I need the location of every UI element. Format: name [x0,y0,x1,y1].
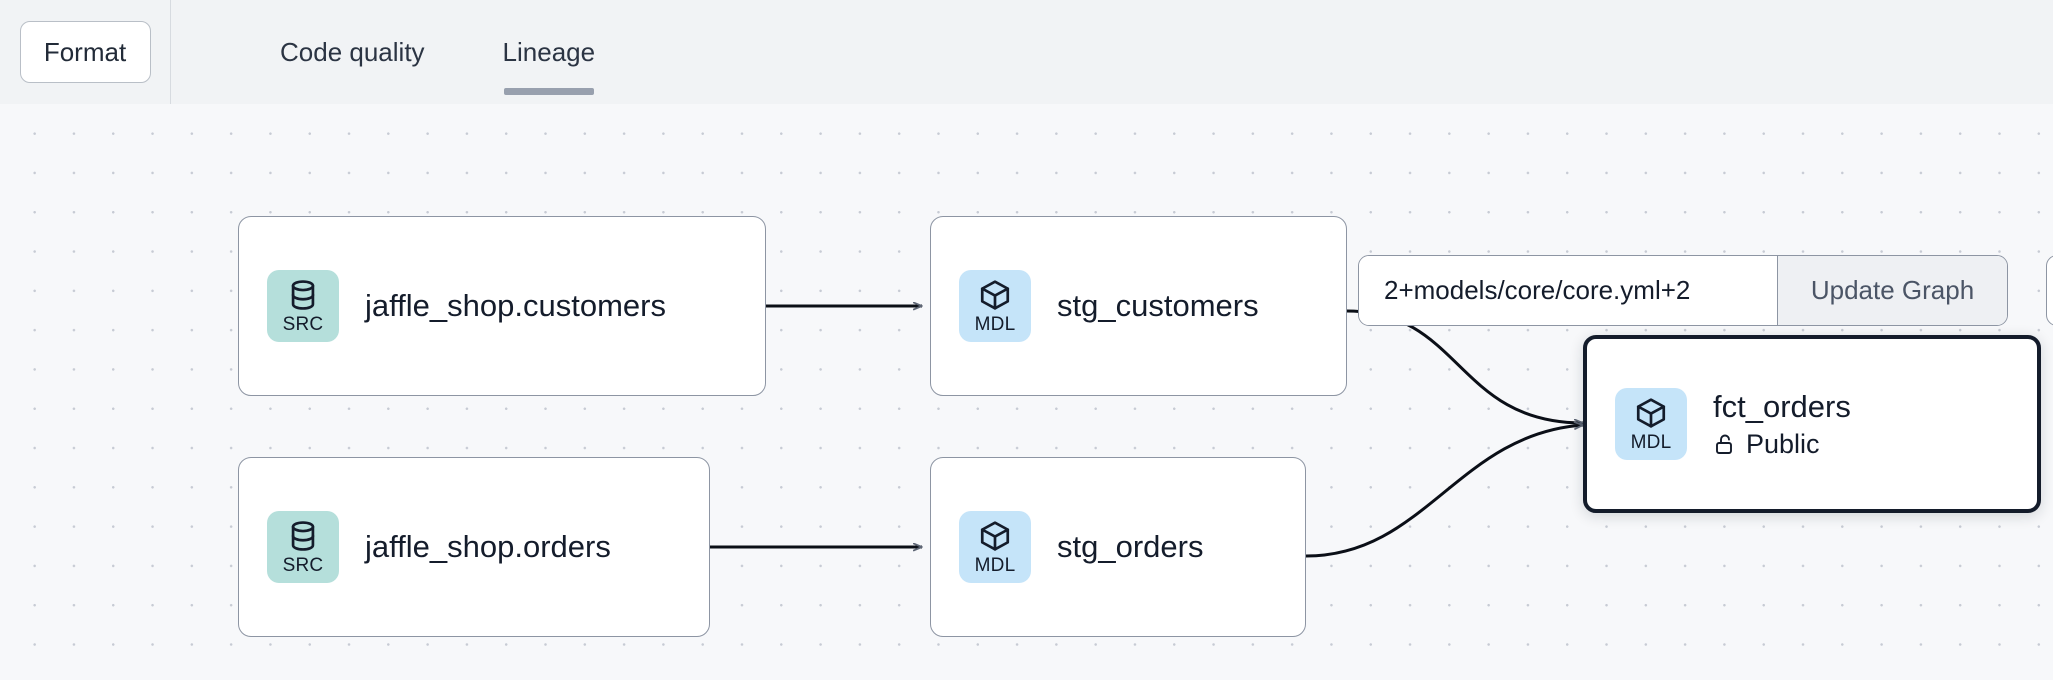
tab-code-quality[interactable]: Code quality [241,0,464,104]
update-graph-button[interactable]: Update Graph [1777,256,2007,325]
tab-lineage-label: Lineage [502,36,596,67]
badge-mdl: MDL [1615,388,1687,460]
tab-lineage[interactable]: Lineage [464,0,635,104]
graph-options-control[interactable] [2046,255,2053,326]
edge-stg-customers-to-fct-orders [1346,309,1583,423]
node-body: jaffle_shop.orders [365,529,611,565]
lineage-node-stg-customers[interactable]: MDL stg_customers [930,216,1347,396]
tab-code-quality-label: Code quality [280,36,425,67]
database-icon [291,521,315,551]
format-button[interactable]: Format [19,21,151,83]
cube-icon [980,280,1010,310]
top-toolbar: Format Code quality Lineage [0,0,2053,104]
node-access-label: Public [1746,428,1820,459]
lineage-node-fct-orders[interactable]: MDL fct_orders Public [1583,335,2041,513]
tab-underline-inactive [281,88,424,95]
lineage-node-jaffle-shop-customers[interactable]: SRC jaffle_shop.customers [238,216,766,396]
node-access: Public [1713,429,1851,460]
node-body: stg_customers [1057,288,1259,324]
node-title: stg_orders [1057,529,1204,564]
badge-mdl-label: MDL [974,314,1016,335]
format-button-zone: Format [0,0,171,104]
badge-src: SRC [267,270,339,342]
edge-stg-orders-to-fct-orders [1305,425,1583,558]
badge-src-label: SRC [282,555,324,576]
tab-bar: Code quality Lineage [171,0,634,104]
badge-src: SRC [267,511,339,583]
node-title: jaffle_shop.orders [365,529,611,564]
lineage-node-jaffle-shop-orders[interactable]: SRC jaffle_shop.orders [238,457,710,637]
tab-underline-active [503,88,595,95]
badge-mdl: MDL [959,511,1031,583]
badge-mdl-label: MDL [974,555,1016,576]
cube-icon [1636,398,1666,428]
model-selector-input[interactable] [1359,256,1777,325]
badge-src-label: SRC [282,314,324,335]
node-body: stg_orders [1057,529,1203,565]
graph-selector-toolbar: Update Graph [1358,255,2008,326]
badge-mdl-label: MDL [1630,432,1672,453]
unlock-icon [1716,434,1732,454]
lineage-node-stg-orders[interactable]: MDL stg_orders [930,457,1306,637]
cube-icon [980,521,1010,551]
badge-mdl: MDL [959,270,1031,342]
node-title: stg_customers [1057,288,1259,323]
node-body: fct_orders Public [1713,389,1851,460]
lineage-canvas[interactable]: SRC jaffle_shop.customers SRC jaffle_sho… [0,104,2053,680]
node-title: fct_orders [1713,388,1851,424]
database-icon [291,280,315,310]
node-title: jaffle_shop.customers [365,288,666,323]
node-body: jaffle_shop.customers [365,288,666,324]
